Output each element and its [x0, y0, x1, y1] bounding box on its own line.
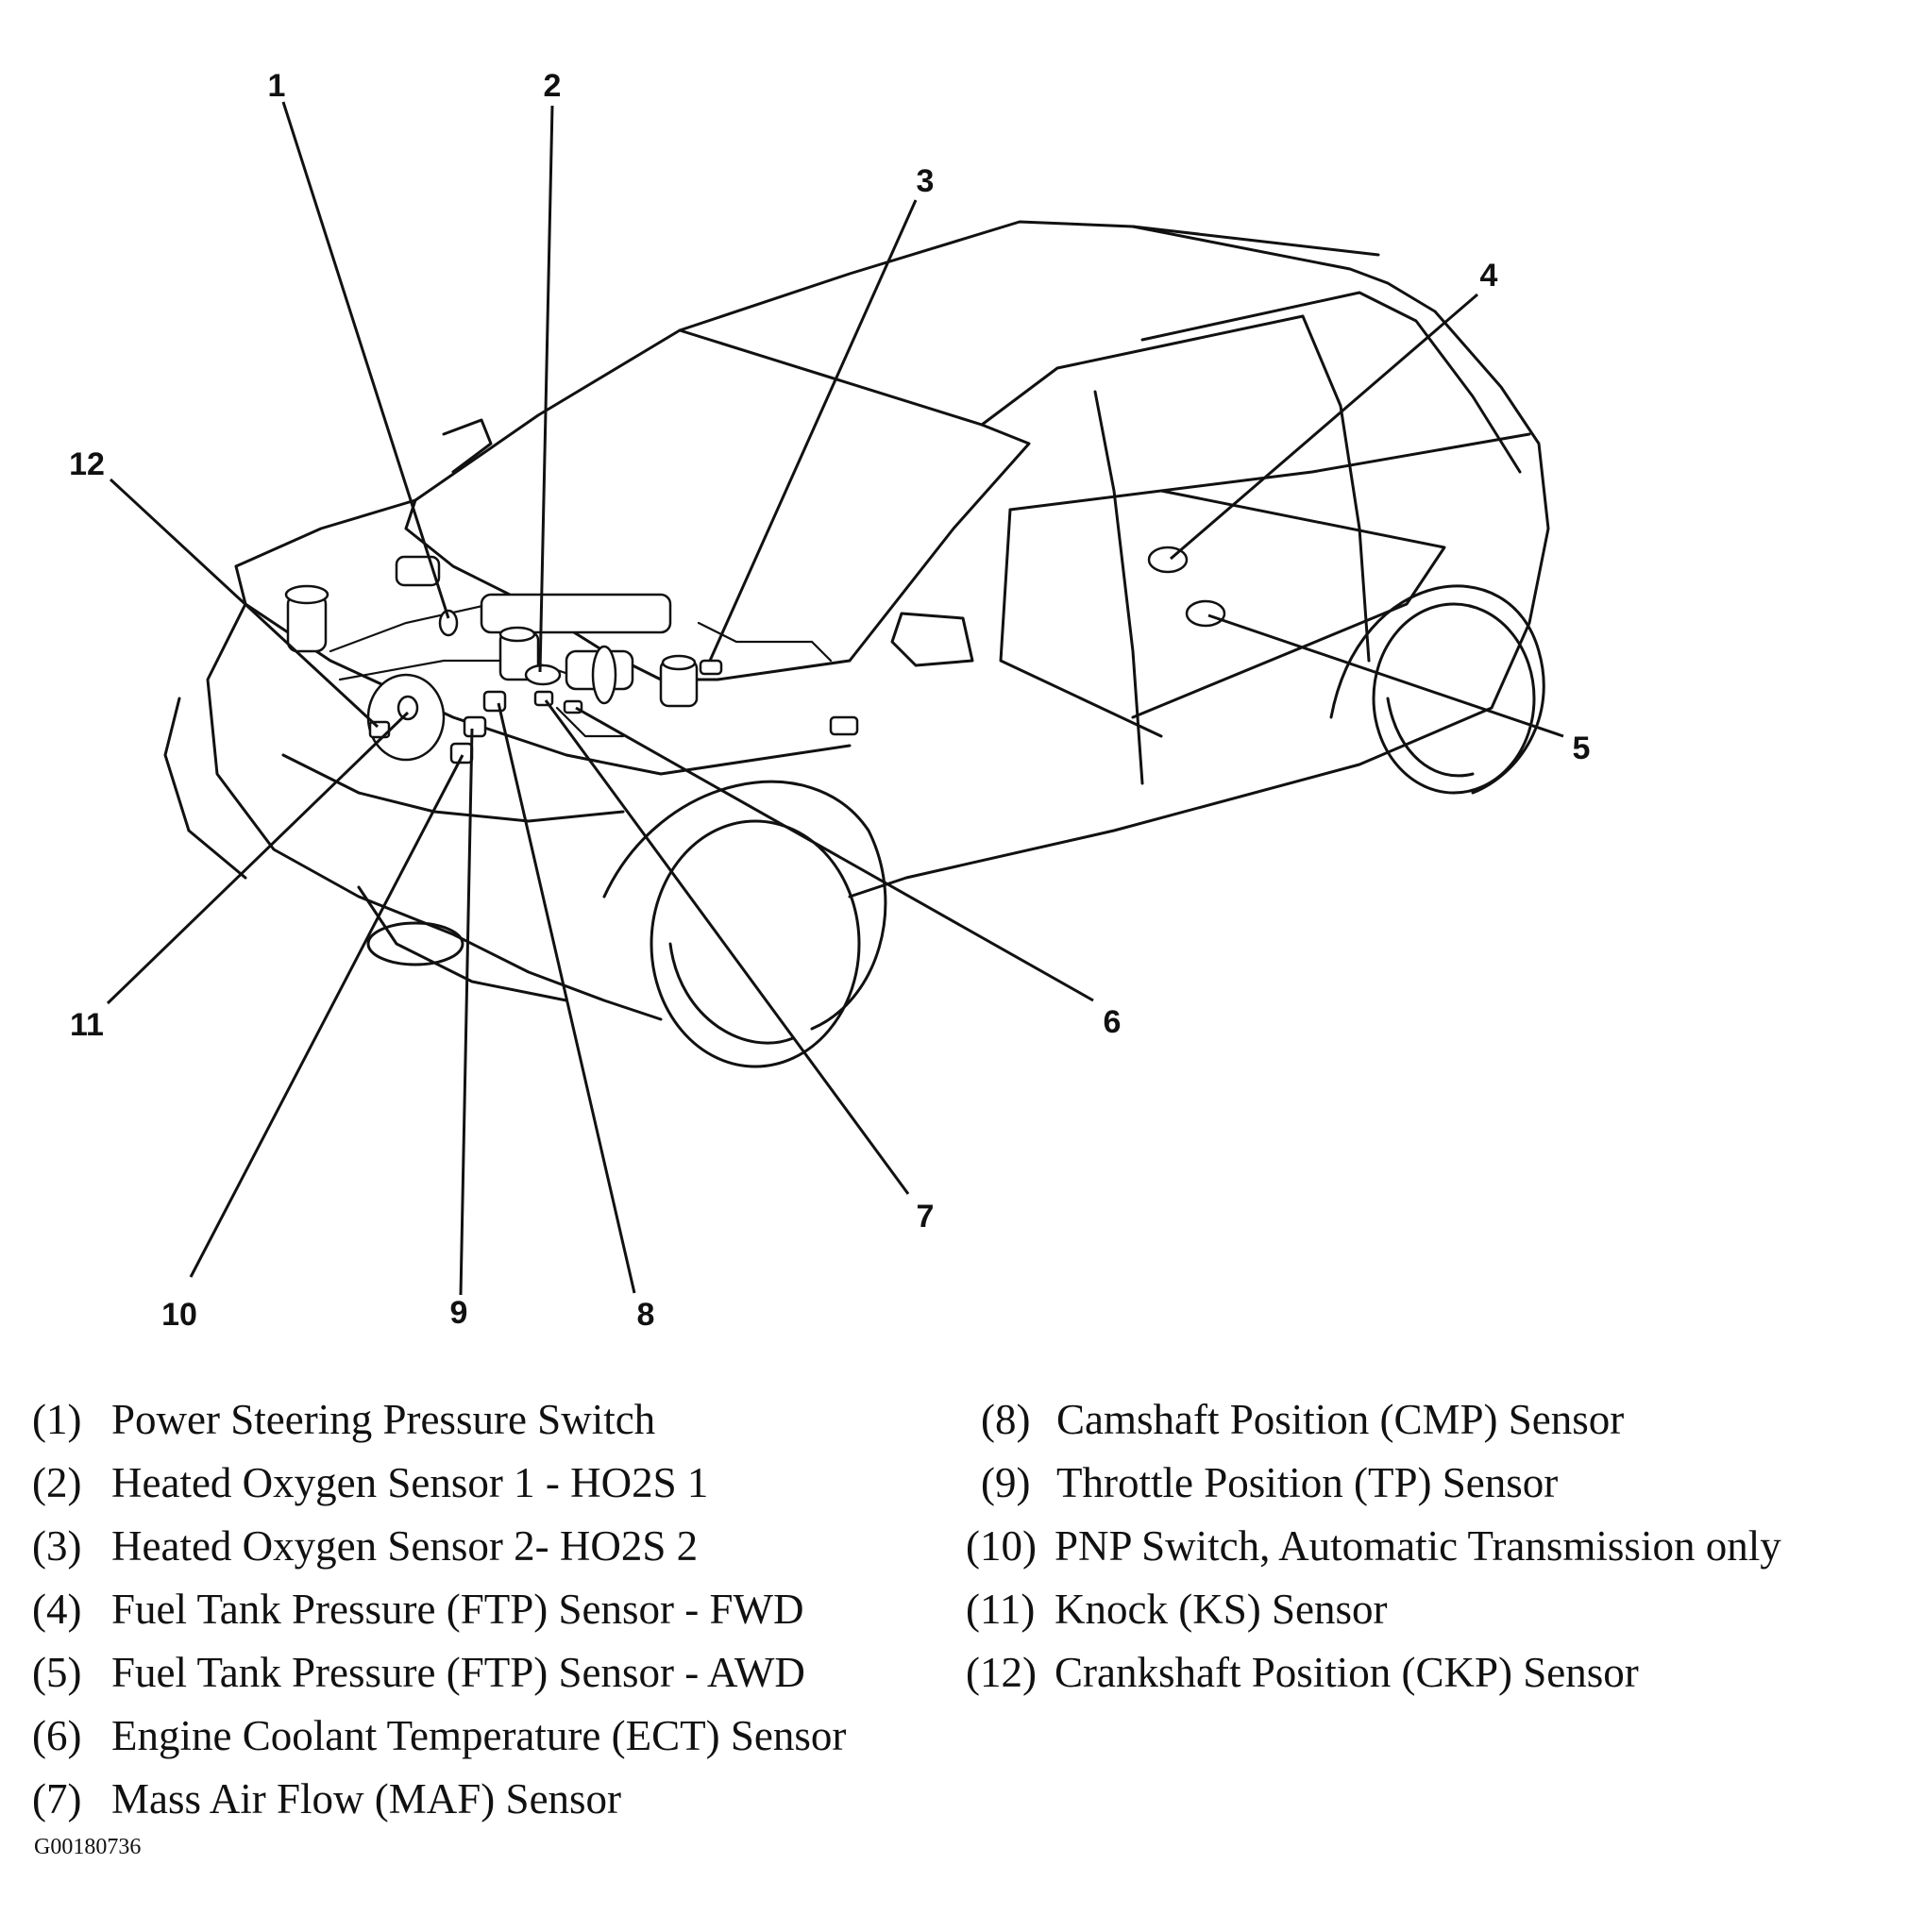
callout-4: 4 — [1480, 258, 1498, 294]
callout-3: 3 — [917, 163, 935, 199]
callout-11: 11 — [70, 1007, 104, 1043]
sensor-marker-2 — [524, 664, 562, 686]
figure-id: G00180736 — [34, 1835, 142, 1859]
sensor-marker-9 — [463, 715, 487, 738]
legend-item-11: (11) Knock (KS) Sensor — [966, 1588, 1387, 1631]
legend-text: Power Steering Pressure Switch — [111, 1396, 656, 1443]
legend-number: (2) — [32, 1459, 82, 1506]
legend-item-9: (9) Throttle Position (TP) Sensor — [966, 1462, 1558, 1504]
legend-item-6: (6) Engine Coolant Temperature (ECT) Sens… — [32, 1715, 846, 1757]
callout-5: 5 — [1573, 731, 1591, 766]
legend-number: (3) — [32, 1522, 82, 1570]
legend-text: Knock (KS) Sensor — [1055, 1586, 1388, 1633]
legend-text: Fuel Tank Pressure (FTP) Sensor - FWD — [111, 1586, 804, 1633]
callout-1: 1 — [268, 68, 286, 104]
legend-item-2: (2) Heated Oxygen Sensor 1 - HO2S 1 — [32, 1462, 708, 1504]
legend-number: (10) — [966, 1522, 1037, 1570]
callout-7: 7 — [917, 1199, 935, 1235]
vehicle-drawing — [163, 220, 1550, 1068]
legend-item-4: (4) Fuel Tank Pressure (FTP) Sensor - FWD — [32, 1588, 803, 1631]
legend-item-10: (10) PNP Switch, Automatic Transmission o… — [966, 1525, 1781, 1568]
legend-text: Fuel Tank Pressure (FTP) Sensor - AWD — [111, 1649, 805, 1696]
legend-text: Engine Coolant Temperature (ECT) Sensor — [111, 1712, 847, 1759]
legend-number: (12) — [966, 1649, 1037, 1696]
legend-text: Mass Air Flow (MAF) Sensor — [111, 1775, 622, 1823]
callout-9: 9 — [450, 1295, 468, 1331]
legend-item-8: (8) Camshaft Position (CMP) Sensor — [966, 1399, 1624, 1441]
sensor-marker-5 — [1185, 599, 1226, 628]
sensor-marker-11 — [397, 695, 419, 721]
legend-number: (1) — [32, 1396, 82, 1443]
legend-text: PNP Switch, Automatic Transmission only — [1055, 1522, 1781, 1570]
leader-lines — [106, 101, 1564, 1296]
legend-number: (4) — [32, 1586, 82, 1633]
legend-number: (7) — [32, 1775, 82, 1823]
sensor-marker-1 — [438, 609, 459, 637]
sensor-marker-3 — [699, 659, 723, 676]
callout-12: 12 — [69, 446, 105, 482]
legend-item-12: (12) Crankshaft Position (CKP) Sensor — [966, 1652, 1639, 1694]
legend-text: Camshaft Position (CMP) Sensor — [1056, 1396, 1625, 1443]
legend-item-3: (3) Heated Oxygen Sensor 2- HO2S 2 — [32, 1525, 698, 1568]
sensor-location-diagram: 1 2 3 4 5 6 7 8 9 10 11 12 — [69, 68, 1590, 1333]
legend-item-1: (1) Power Steering Pressure Switch — [32, 1399, 655, 1441]
legend-text: Throttle Position (TP) Sensor — [1056, 1459, 1559, 1506]
callout-8: 8 — [637, 1297, 655, 1333]
legend-text: Heated Oxygen Sensor 2- HO2S 2 — [111, 1522, 699, 1570]
callout-numbers: 1 2 3 4 5 6 7 8 9 10 11 12 — [69, 68, 1590, 1333]
legend-number: (11) — [966, 1586, 1036, 1633]
sensor-marker-8 — [482, 690, 507, 713]
legend-text: Heated Oxygen Sensor 1 - HO2S 1 — [111, 1459, 709, 1506]
legend-item-5: (5) Fuel Tank Pressure (FTP) Sensor - AWD — [32, 1652, 805, 1694]
callout-2: 2 — [544, 68, 562, 104]
legend-number: (9) — [981, 1459, 1031, 1506]
legend-text: Crankshaft Position (CKP) Sensor — [1055, 1649, 1639, 1696]
legend-number: (8) — [981, 1396, 1031, 1443]
legend-number: (5) — [32, 1649, 82, 1696]
sensor-marker-7 — [533, 690, 554, 707]
legend-number: (6) — [32, 1712, 82, 1759]
callout-6: 6 — [1104, 1004, 1122, 1040]
legend-item-7: (7) Mass Air Flow (MAF) Sensor — [32, 1778, 621, 1821]
callout-10: 10 — [161, 1297, 197, 1333]
